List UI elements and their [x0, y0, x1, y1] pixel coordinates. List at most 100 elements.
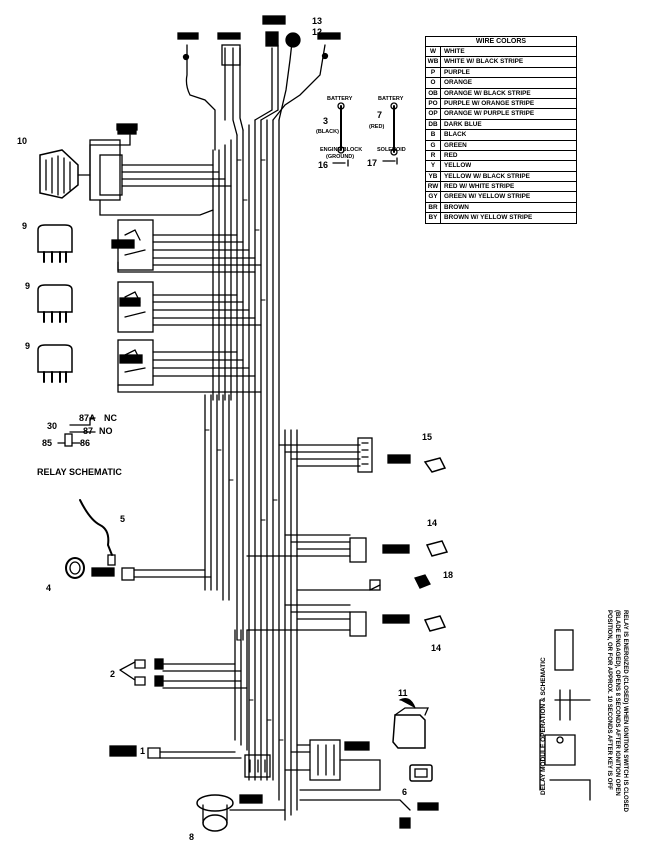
- callout-2: 2: [110, 669, 115, 679]
- callout-14b: 14: [431, 643, 441, 653]
- callout-14a: 14: [427, 518, 437, 528]
- callout-5: 5: [120, 514, 125, 524]
- battery-label-right: BATTERY: [378, 96, 404, 102]
- delay-module-title: DELAY MODULE OPERATION & SCHEMATIC: [540, 657, 547, 795]
- callout-1: 1: [140, 746, 145, 756]
- legend-color-name: YELLOW W/ BLACK STRIPE: [444, 172, 530, 180]
- callout-9b: 9: [25, 281, 30, 291]
- legend-code: G: [426, 140, 441, 150]
- legend-color-name: BROWN W/ YELLOW STRIPE: [444, 214, 533, 222]
- legend-code: BR: [426, 202, 441, 213]
- top-connector-d: [317, 32, 341, 40]
- top-plug-c: [265, 31, 279, 47]
- battery-cables: [332, 102, 398, 167]
- relay-nc: NC: [104, 413, 117, 423]
- legend-code: W: [426, 47, 441, 57]
- relay-t87: 87: [83, 426, 93, 436]
- legend-color-name: GREEN: [444, 141, 467, 149]
- legend-title: WIRE COLORS: [426, 37, 576, 47]
- connector-14b: [246, 604, 447, 637]
- ground-label: (GROUND): [326, 154, 354, 160]
- legend-color-name: RED W/ WHITE STRIPE: [444, 183, 515, 191]
- legend-code: O: [426, 78, 441, 88]
- callout-8: 8: [189, 832, 194, 842]
- relay-box-4: [117, 339, 262, 393]
- delay-module-line1: RELAY IS ENERGIZED (CLOSED) WHEN IGNITIO…: [622, 610, 628, 813]
- legend-color-name: BLACK: [444, 131, 467, 139]
- callout-9c: 9: [25, 341, 30, 351]
- relay-box-1: [89, 126, 232, 216]
- callout-9a: 9: [22, 221, 27, 231]
- callout-3: 3: [323, 116, 328, 126]
- legend-color-name: RED: [444, 151, 458, 159]
- top-wires: [185, 41, 326, 151]
- legend-color-name: PURPLE: [444, 68, 470, 76]
- legend-code: B: [426, 130, 441, 140]
- legend-color-name: PURPLE W/ ORANGE STRIPE: [444, 99, 535, 107]
- legend-code: BY: [426, 213, 441, 223]
- legend-code: P: [426, 67, 441, 78]
- legend-color-name: WHITE W/ BLACK STRIPE: [444, 58, 524, 66]
- component-2: [119, 658, 248, 689]
- legend-color-name: YELLOW: [444, 162, 472, 170]
- legend-code: PO: [426, 98, 441, 109]
- top-connector-a: [177, 32, 199, 40]
- relay-box-3: [117, 281, 262, 333]
- label-tag-2: [111, 239, 135, 249]
- top-plug-b: [221, 44, 241, 66]
- delay-module-schematic: [539, 629, 591, 801]
- component-1: [109, 745, 242, 759]
- callout-18: 18: [443, 570, 453, 580]
- relay-no: NO: [99, 426, 113, 436]
- component-5-cable: [79, 499, 116, 566]
- component-9-relay-c: [37, 344, 73, 383]
- legend-code: OB: [426, 88, 441, 98]
- battery-black: (BLACK): [316, 129, 339, 135]
- legend-code: WB: [426, 57, 441, 67]
- callout-15: 15: [422, 432, 432, 442]
- harness-trunk: [204, 119, 298, 821]
- legend-color-name: DARK BLUE: [444, 120, 482, 128]
- callout-16: 16: [318, 160, 328, 170]
- legend-code: DB: [426, 119, 441, 130]
- callout-11: 11: [398, 688, 408, 698]
- relay-t86: 86: [80, 438, 90, 448]
- battery-label-left: BATTERY: [327, 96, 353, 102]
- legend-color-name: ORANGE W/ BLACK STRIPE: [444, 89, 531, 97]
- harness-ticks: [204, 159, 284, 741]
- callout-7: 7: [377, 110, 382, 120]
- component-8-switch: [196, 794, 286, 832]
- component-12: [285, 32, 301, 48]
- callout-12: 12: [312, 27, 322, 37]
- component-4: [65, 557, 212, 581]
- legend-code: GY: [426, 192, 441, 202]
- engine-block-label: ENGINE BLOCK: [320, 147, 362, 153]
- legend-color-name: ORANGE: [444, 79, 473, 87]
- callout-13: 13: [312, 16, 322, 26]
- top-connector-b: [217, 32, 241, 40]
- legend-color-name: GREEN W/ YELLOW STRIPE: [444, 193, 531, 201]
- ignition-connector: [244, 754, 271, 778]
- callout-4: 4: [46, 583, 51, 593]
- legend-color-name: BROWN: [444, 203, 469, 211]
- label-tag-3: [119, 297, 141, 307]
- delay-module-block: [284, 739, 411, 811]
- component-9-relay-b: [37, 284, 73, 323]
